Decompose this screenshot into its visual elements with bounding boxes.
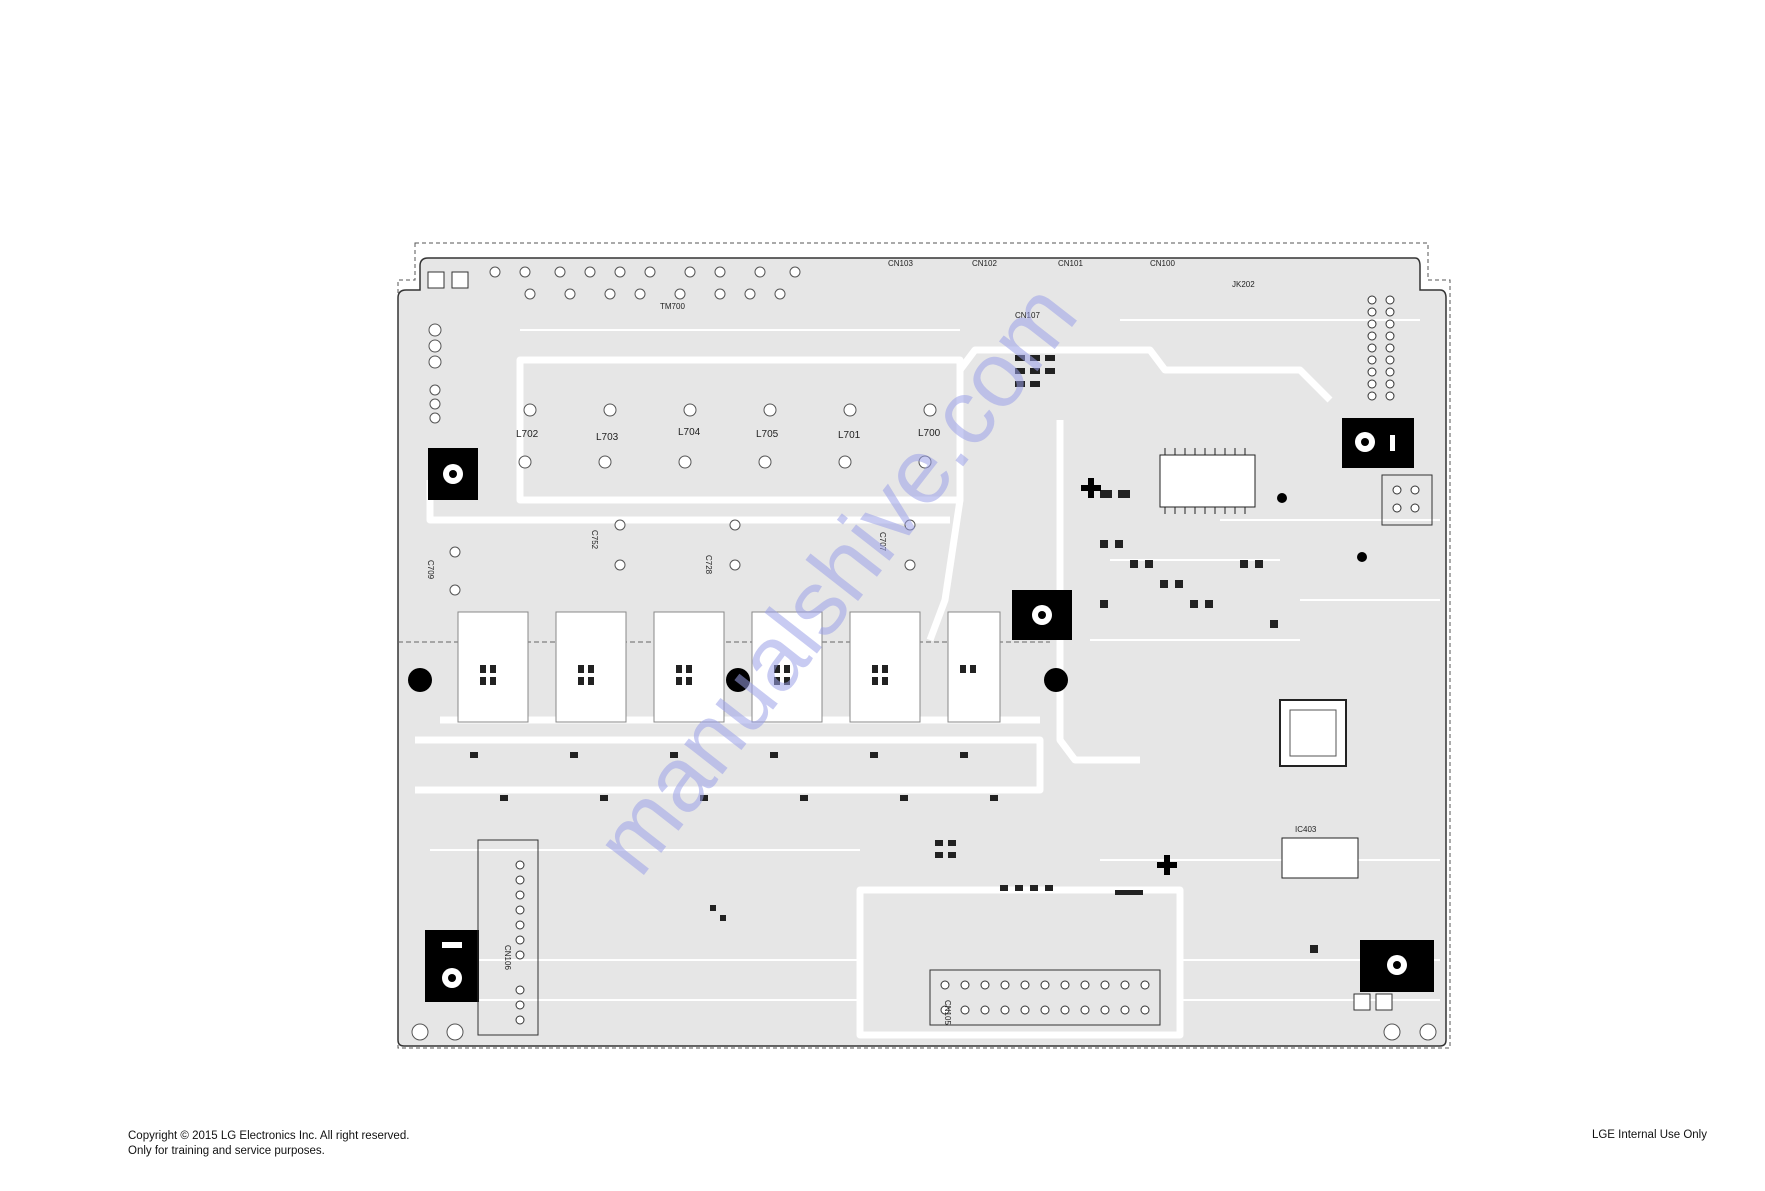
screw-block-left <box>428 448 478 500</box>
top-left-pad-a <box>427 271 445 289</box>
power-traces <box>415 346 1333 1039</box>
label-cn101: CN101 <box>1058 259 1083 268</box>
label-jk202: JK202 <box>1232 280 1255 289</box>
smd-clusters <box>470 355 1318 953</box>
label-c709: C709 <box>426 560 435 580</box>
top-holes <box>428 266 801 424</box>
screw-block-left-bottom <box>425 930 479 1002</box>
connector-cn106 <box>477 839 539 1036</box>
footer-note: Only for training and service purposes. <box>128 1145 325 1157</box>
header-right-holes <box>1367 295 1395 401</box>
ic-qfp-center <box>1279 699 1347 767</box>
corner-holes <box>411 1023 1437 1041</box>
label-l704: L704 <box>678 427 701 438</box>
screw-block-right-bottom <box>1353 940 1434 1011</box>
label-cn105: CN105 <box>943 1000 952 1025</box>
power-stage-pads <box>457 611 1001 723</box>
label-l705: L705 <box>756 429 779 440</box>
mounting-holes <box>408 668 1068 692</box>
screw-block-right-top <box>1342 418 1414 468</box>
label-l702: L702 <box>516 429 539 440</box>
ic-403 <box>1281 837 1359 879</box>
cross-marks <box>1081 478 1177 875</box>
label-l703: L703 <box>596 432 619 443</box>
label-c728: C728 <box>704 555 713 575</box>
inductor-holes <box>449 403 937 596</box>
label-c707: C707 <box>878 532 887 552</box>
label-cn103: CN103 <box>888 259 913 268</box>
label-cn107: CN107 <box>1015 311 1040 320</box>
label-cn100: CN100 <box>1150 259 1175 268</box>
label-cn102: CN102 <box>972 259 997 268</box>
label-l700: L700 <box>918 428 941 439</box>
board-body <box>397 257 1447 1047</box>
connector-cn105 <box>929 969 1161 1026</box>
board-dashed-outline <box>397 242 1451 1049</box>
small-dots <box>1277 493 1367 562</box>
label-l701: L701 <box>838 430 861 441</box>
ic-right-small <box>1381 474 1433 526</box>
label-cn106: CN106 <box>503 945 512 970</box>
label-ic403: IC403 <box>1295 825 1317 834</box>
top-left-pad-b <box>451 271 469 289</box>
label-tm700: TM700 <box>660 302 685 311</box>
footer-internal: LGE Internal Use Only <box>1591 1129 1707 1141</box>
label-c752: C752 <box>590 530 599 550</box>
board-labels: TM700 CN103 CN102 CN101 CN100 JK202 CN10… <box>426 259 1317 1025</box>
screw-block-center <box>1012 590 1072 640</box>
footer-copyright-block: Copyright © 2015 LG Electronics Inc. All… <box>128 1129 409 1159</box>
footer-copyright: Copyright © 2015 LG Electronics Inc. All… <box>128 1130 410 1142</box>
ic-top-right <box>1159 448 1256 514</box>
